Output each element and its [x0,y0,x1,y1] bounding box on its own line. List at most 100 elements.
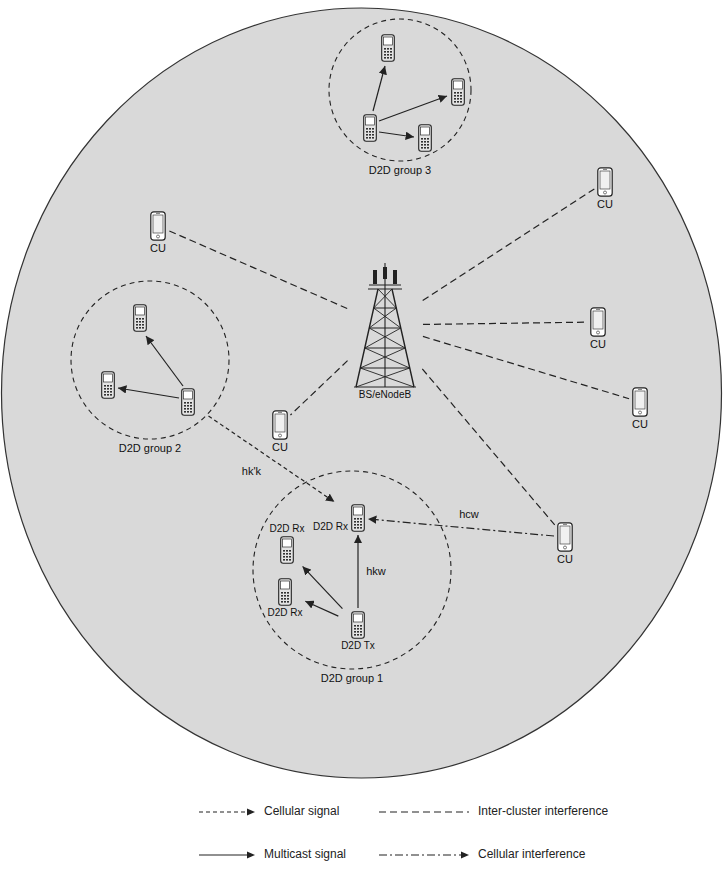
phone-icon [632,387,648,417]
d2d-group: D2D group 3 [325,18,475,177]
legend-sample [198,849,256,861]
legend-line [199,854,249,855]
channel-label: hk'k [240,465,263,478]
group-three-devices [364,35,465,152]
phone-drawing [352,612,365,639]
phone-icon [382,35,395,62]
link-line [169,231,347,309]
tower-icon [350,263,420,388]
phone-drawing [598,168,612,196]
multicast-arrow [146,336,183,386]
legend-line [379,811,469,812]
d2d-group: D2D group 1 D2D Rx D2D Rx D2D Rx D2D Tx [249,470,455,685]
legend-sample [378,849,470,861]
phone-icon [351,504,365,532]
phone-icon [102,372,115,399]
link-line [423,189,595,301]
link-line [290,361,347,415]
cellular-user: CU [556,521,574,567]
phone-icon [597,167,613,197]
base-station: BS/eNodeB [349,262,421,402]
legend-text: Inter-cluster interference [478,805,608,819]
legend-text: Multicast signal [264,848,346,862]
legend-line [379,854,463,855]
group-label: D2D group 1 [249,672,455,685]
cell-area [2,8,722,778]
channel-label-box: hcw [457,508,481,521]
legend-text: Cellular interference [478,848,585,862]
d2d-user: D2D Rx [269,522,306,566]
device-label: CU [272,441,288,454]
phone-icon [280,536,294,564]
legend-row: Cellular interference [378,846,585,864]
multicast-arrow [379,96,447,121]
legend-arrowhead [247,809,255,816]
device-label: D2D Tx [341,640,375,652]
phone-icon [278,578,292,606]
group-label: D2D group 3 [325,164,475,177]
group-outline [70,280,230,440]
channel-label-box: hk'k [240,465,263,478]
device-label: CU [597,198,613,211]
phone-drawing [558,523,572,551]
device-label: CU [557,553,573,566]
phone-icon [557,522,573,552]
legend-text: Cellular signal [264,805,339,819]
phone-icon [419,125,432,152]
group-label: D2D group 2 [67,442,233,455]
phone-icon [150,211,166,241]
multicast-arrow [373,66,385,111]
channel-label: hcw [457,508,481,521]
d2d-group: D2D group 2 [67,280,233,455]
multicast-arrow [379,132,414,137]
phone-icon [452,79,465,106]
channel-label: hkw [364,565,388,578]
d2d-user: D2D Tx [340,610,376,653]
device-label: D2D Rx [268,607,303,619]
link-line [368,519,554,536]
cellular-user: CU [589,306,607,352]
link-line [423,336,629,398]
device-label: D2D Rx [313,521,348,533]
group-two-devices [102,305,195,416]
device-label: BS/eNodeB [359,389,411,401]
legend-row: Inter-cluster interference [378,803,608,821]
cellular-user: CU [631,386,649,432]
phone-drawing [633,388,647,416]
legend-sample [198,806,256,818]
device-label: CU [150,242,166,255]
phone-icon [364,115,377,142]
d2d-user: D2D Rx [267,577,304,620]
group-circle [71,281,229,439]
group-circle [329,19,471,161]
legend-row: Cellular signal [198,803,339,821]
legend-arrowhead [247,852,255,859]
cellular-user: CU [149,210,167,256]
phone-drawing [279,579,292,606]
legend-arrowhead [461,852,469,859]
link-line [423,322,587,324]
link-line [357,535,358,608]
legend-row: Multicast signal [198,846,346,864]
phone-drawing [151,212,165,240]
group-circle [253,471,451,669]
multicast-arrow [118,388,179,398]
tower-drawing [354,263,416,387]
phone-drawing [591,308,605,336]
channel-label-box: hkw [364,565,388,578]
phone-drawing [352,505,365,532]
phone-drawing [273,411,287,439]
legend-sample [378,806,470,818]
device-label: CU [632,418,648,431]
cellular-user: CU [596,166,614,212]
phone-icon [272,410,288,440]
d2d-user: D2D Rx [312,503,366,533]
group-outline [328,18,472,162]
link-line [305,601,338,616]
